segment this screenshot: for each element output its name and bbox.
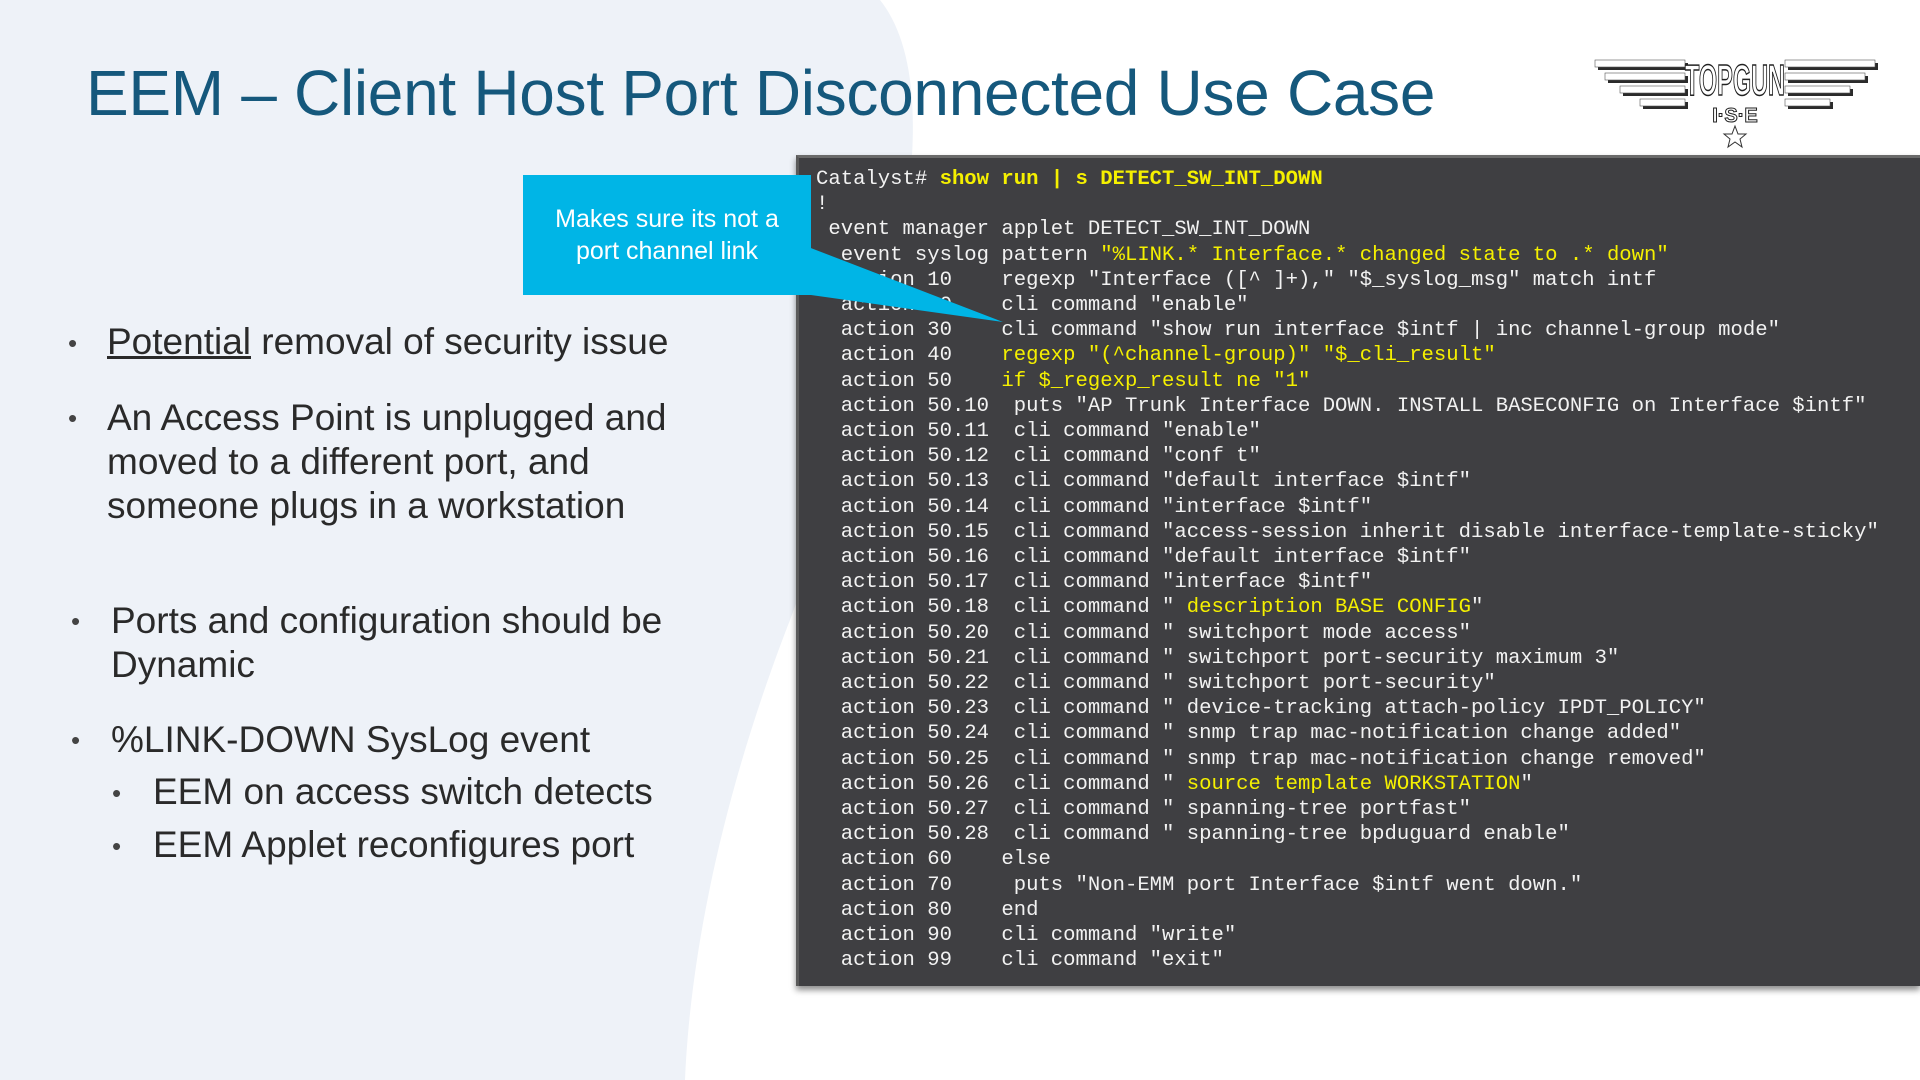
svg-text:I·S·E: I·S·E xyxy=(1712,105,1758,127)
terminal-line: action 50.20 cli command " switchport mo… xyxy=(816,621,1879,646)
terminal-line: event syslog pattern "%LINK.* Interface.… xyxy=(816,243,1879,268)
terminal-segment: ! xyxy=(816,193,829,217)
terminal-segment: action 50.26 cli command " xyxy=(816,772,1187,796)
sub-bullet-2: EEM Applet reconfigures port xyxy=(153,824,635,865)
terminal-segment: action 50.15 cli command "access-session… xyxy=(816,520,1879,544)
bullet-1-text: removal of security issue xyxy=(251,321,669,362)
slide-title: EEM – Client Host Port Disconnected Use … xyxy=(86,57,1436,129)
terminal-line: action 50.28 cli command " spanning-tree… xyxy=(816,822,1879,847)
svg-text:TOPGUN: TOPGUN xyxy=(1685,56,1785,105)
terminal-output: Catalyst# show run | s DETECT_SW_INT_DOW… xyxy=(796,155,1920,986)
terminal-line: action 50.21 cli command " switchport po… xyxy=(816,646,1879,671)
terminal-line: event manager applet DETECT_SW_INT_DOWN xyxy=(816,217,1879,242)
bullet-3-line: Ports and configuration should be xyxy=(111,600,663,641)
sub-bullet-1: EEM on access switch detects xyxy=(153,771,653,812)
terminal-segment: Catalyst# xyxy=(816,168,940,191)
terminal-line: action 50.27 cli command " spanning-tree… xyxy=(816,797,1879,822)
terminal-segment: action 50.11 cli command "enable" xyxy=(816,420,1261,444)
terminal-highlight: source template WORKSTATION xyxy=(1186,772,1521,796)
terminal-segment: action 50.21 cli command " switchport po… xyxy=(816,646,1620,670)
terminal-line: action 50.23 cli command " device-tracki… xyxy=(816,696,1879,721)
terminal-segment: action 50.27 cli command " spanning-tree… xyxy=(816,798,1471,822)
terminal-line: action 40 regexp "(^channel-group)" "$_c… xyxy=(816,343,1879,368)
terminal-highlight: show run | s DETECT_SW_INT_DOWN xyxy=(939,168,1323,191)
terminal-segment: action 50.23 cli command " device-tracki… xyxy=(816,697,1706,721)
terminal-line: action 90 cli command "write" xyxy=(816,923,1879,948)
terminal-line: action 70 puts "Non-EMM port Interface $… xyxy=(816,873,1879,898)
terminal-line: action 99 cli command "exit" xyxy=(816,948,1879,973)
bullet-4: %LINK-DOWN SysLog event xyxy=(111,719,591,760)
terminal-line: action 50.26 cli command " source templa… xyxy=(816,772,1879,797)
terminal-line: action 50.24 cli command " snmp trap mac… xyxy=(816,721,1879,746)
terminal-segment: action 80 end xyxy=(816,898,1039,922)
terminal-segment: event syslog pattern xyxy=(816,243,1101,267)
terminal-line: action 50.13 cli command "default interf… xyxy=(816,469,1879,494)
terminal-segment: action 50.16 cli command "default interf… xyxy=(816,546,1471,570)
terminal-segment: action 60 else xyxy=(816,848,1051,872)
bullet-3: Ports and configuration should be Dynami… xyxy=(111,599,662,687)
terminal-segment: action 50.22 cli command " switchport po… xyxy=(816,672,1496,696)
bullet-1: Potential removal of security issue xyxy=(107,320,668,364)
bullet-icon: • xyxy=(68,328,78,358)
terminal-segment: action 10 regexp "Interface ([^ ]+)," "$… xyxy=(816,268,1657,292)
terminal-line: ! xyxy=(816,192,1879,217)
bullet-3-line: Dynamic xyxy=(111,644,255,685)
terminal-segment: action 50.28 cli command " spanning-tree… xyxy=(816,823,1570,847)
terminal-line: action 50.18 cli command " description B… xyxy=(816,595,1879,620)
terminal-line: action 50.17 cli command "interface $int… xyxy=(816,570,1879,595)
terminal-line: action 50.15 cli command "access-session… xyxy=(816,520,1879,545)
terminal-segment: action 70 puts "Non-EMM port Interface $… xyxy=(816,873,1583,897)
bullet-2: An Access Point is unplugged and moved t… xyxy=(107,396,667,528)
bullet-icon: • xyxy=(68,403,78,433)
terminal-highlight: if $_regexp_result ne "1" xyxy=(1001,369,1311,393)
terminal-segment: " xyxy=(1520,772,1533,796)
callout-text: Makes sure its not a port channel link xyxy=(555,205,779,265)
terminal-text: Catalyst# show run | s DETECT_SW_INT_DOW… xyxy=(816,167,1879,974)
terminal-segment: action 20 cli command "enable" xyxy=(816,294,1249,318)
terminal-highlight: description BASE CONFIG xyxy=(1186,596,1471,620)
terminal-line: action 80 end xyxy=(816,898,1879,923)
terminal-segment: action 50.10 puts "AP Trunk Interface DO… xyxy=(816,394,1867,418)
terminal-line: action 50.16 cli command "default interf… xyxy=(816,545,1879,570)
terminal-line: action 50.25 cli command " snmp trap mac… xyxy=(816,747,1879,772)
terminal-segment: action 90 cli command "write" xyxy=(816,924,1237,948)
bullet-1-underlined: Potential xyxy=(107,321,251,362)
terminal-highlight: regexp "(^channel-group)" "$_cli_result" xyxy=(1001,344,1496,368)
terminal-line: Catalyst# show run | s DETECT_SW_INT_DOW… xyxy=(816,167,1879,192)
sub-bullet-icon: • xyxy=(112,778,122,808)
terminal-segment: action 50.13 cli command "default interf… xyxy=(816,470,1471,494)
terminal-segment: event manager applet DETECT_SW_INT_DOWN xyxy=(816,218,1311,242)
terminal-segment: action 30 cli command "show run interfac… xyxy=(816,319,1780,343)
terminal-line: action 60 else xyxy=(816,847,1879,872)
bullet-2-line: An Access Point is unplugged and xyxy=(107,397,667,438)
terminal-line: action 50.14 cli command "interface $int… xyxy=(816,495,1879,520)
terminal-segment: action 50.12 cli command "conf t" xyxy=(816,445,1261,469)
terminal-line: action 50.11 cli command "enable" xyxy=(816,419,1879,444)
terminal-segment: action 50.25 cli command " snmp trap mac… xyxy=(816,747,1706,771)
topgun-logo: TOPGUN I·S·E xyxy=(1594,55,1878,149)
terminal-highlight: "%LINK.* Interface.* changed state to .*… xyxy=(1100,243,1669,267)
terminal-segment: action 50.18 cli command " xyxy=(816,596,1187,620)
bullet-2-line: moved to a different port, and xyxy=(107,441,590,482)
terminal-segment: action 50.17 cli command "interface $int… xyxy=(816,571,1373,595)
terminal-segment: action 50 xyxy=(816,369,1002,393)
terminal-line: action 10 regexp "Interface ([^ ]+)," "$… xyxy=(816,268,1879,293)
terminal-line: action 50.12 cli command "conf t" xyxy=(816,444,1879,469)
bullet-icon: • xyxy=(71,606,81,636)
terminal-segment: " xyxy=(1471,596,1484,620)
terminal-segment: action 40 xyxy=(816,344,1002,368)
callout-box: Makes sure its not a port channel link xyxy=(523,175,811,295)
sub-bullet-icon: • xyxy=(112,831,122,861)
terminal-line: action 50.22 cli command " switchport po… xyxy=(816,671,1879,696)
terminal-line: action 30 cli command "show run interfac… xyxy=(816,318,1879,343)
bullet-icon: • xyxy=(71,725,81,755)
bullet-2-line: someone plugs in a workstation xyxy=(107,485,626,526)
terminal-segment: action 50.20 cli command " switchport mo… xyxy=(816,621,1471,645)
terminal-line: action 20 cli command "enable" xyxy=(816,293,1879,318)
terminal-segment: action 99 cli command "exit" xyxy=(816,949,1224,973)
terminal-segment: action 50.14 cli command "interface $int… xyxy=(816,495,1373,519)
terminal-segment: action 50.24 cli command " snmp trap mac… xyxy=(816,722,1682,746)
terminal-line: action 50.10 puts "AP Trunk Interface DO… xyxy=(816,394,1879,419)
terminal-line: action 50 if $_regexp_result ne "1" xyxy=(816,369,1879,394)
